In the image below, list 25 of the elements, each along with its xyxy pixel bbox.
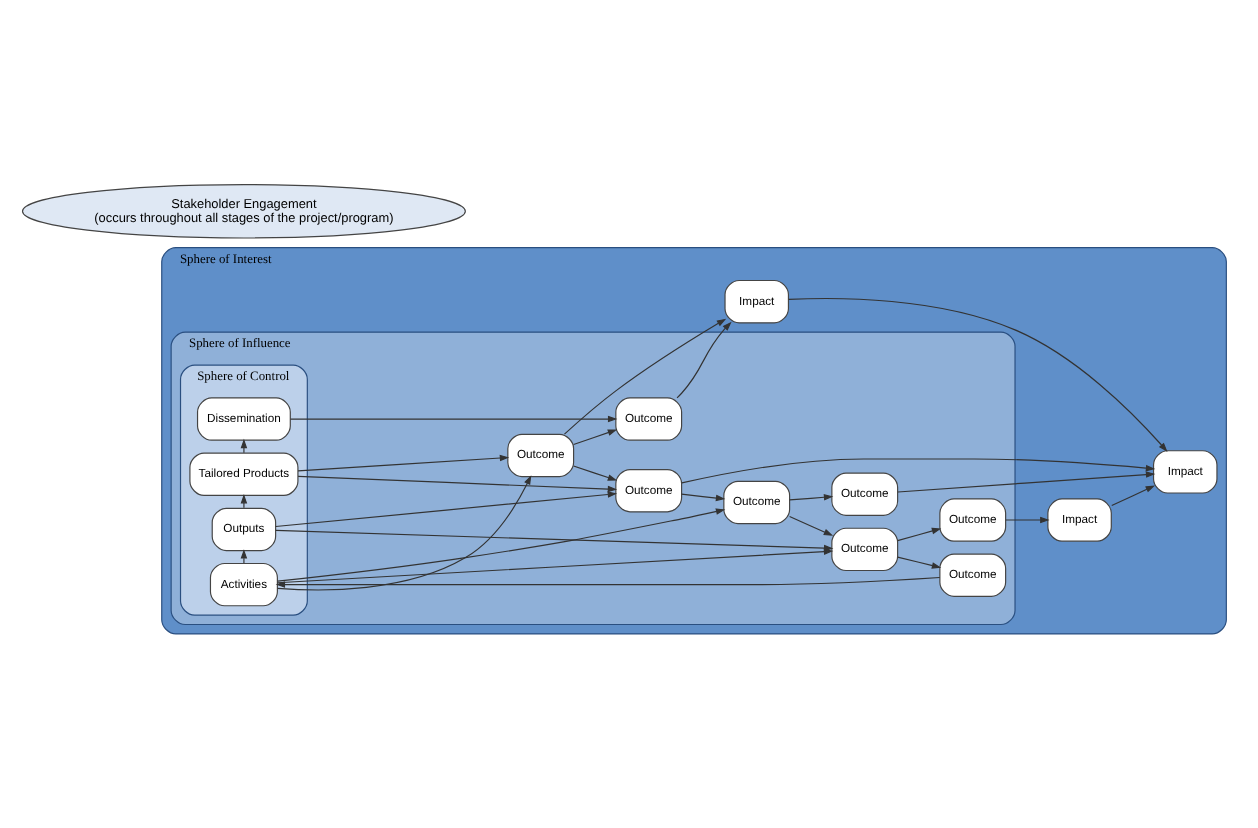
arrow <box>1005 516 1050 524</box>
arrow <box>297 454 510 472</box>
arrow <box>681 493 726 502</box>
arrow <box>897 471 1156 493</box>
arrow <box>240 494 248 509</box>
arrow <box>788 298 1168 452</box>
arrow <box>240 438 248 454</box>
arrow <box>573 465 618 481</box>
arrow <box>297 475 618 493</box>
arrow <box>897 556 942 569</box>
arrow <box>563 318 727 435</box>
arrow <box>681 458 1156 484</box>
arrow <box>1111 485 1156 507</box>
arrow <box>789 515 834 536</box>
arrow <box>897 527 942 542</box>
arrow <box>275 576 941 588</box>
arrow <box>573 429 618 446</box>
arrow <box>277 508 726 582</box>
arrow <box>289 415 618 423</box>
arrow <box>676 321 732 399</box>
arrow <box>240 549 248 564</box>
arrow <box>276 475 532 591</box>
arrow <box>275 491 618 528</box>
arrow <box>275 529 834 552</box>
arrow <box>789 494 834 501</box>
